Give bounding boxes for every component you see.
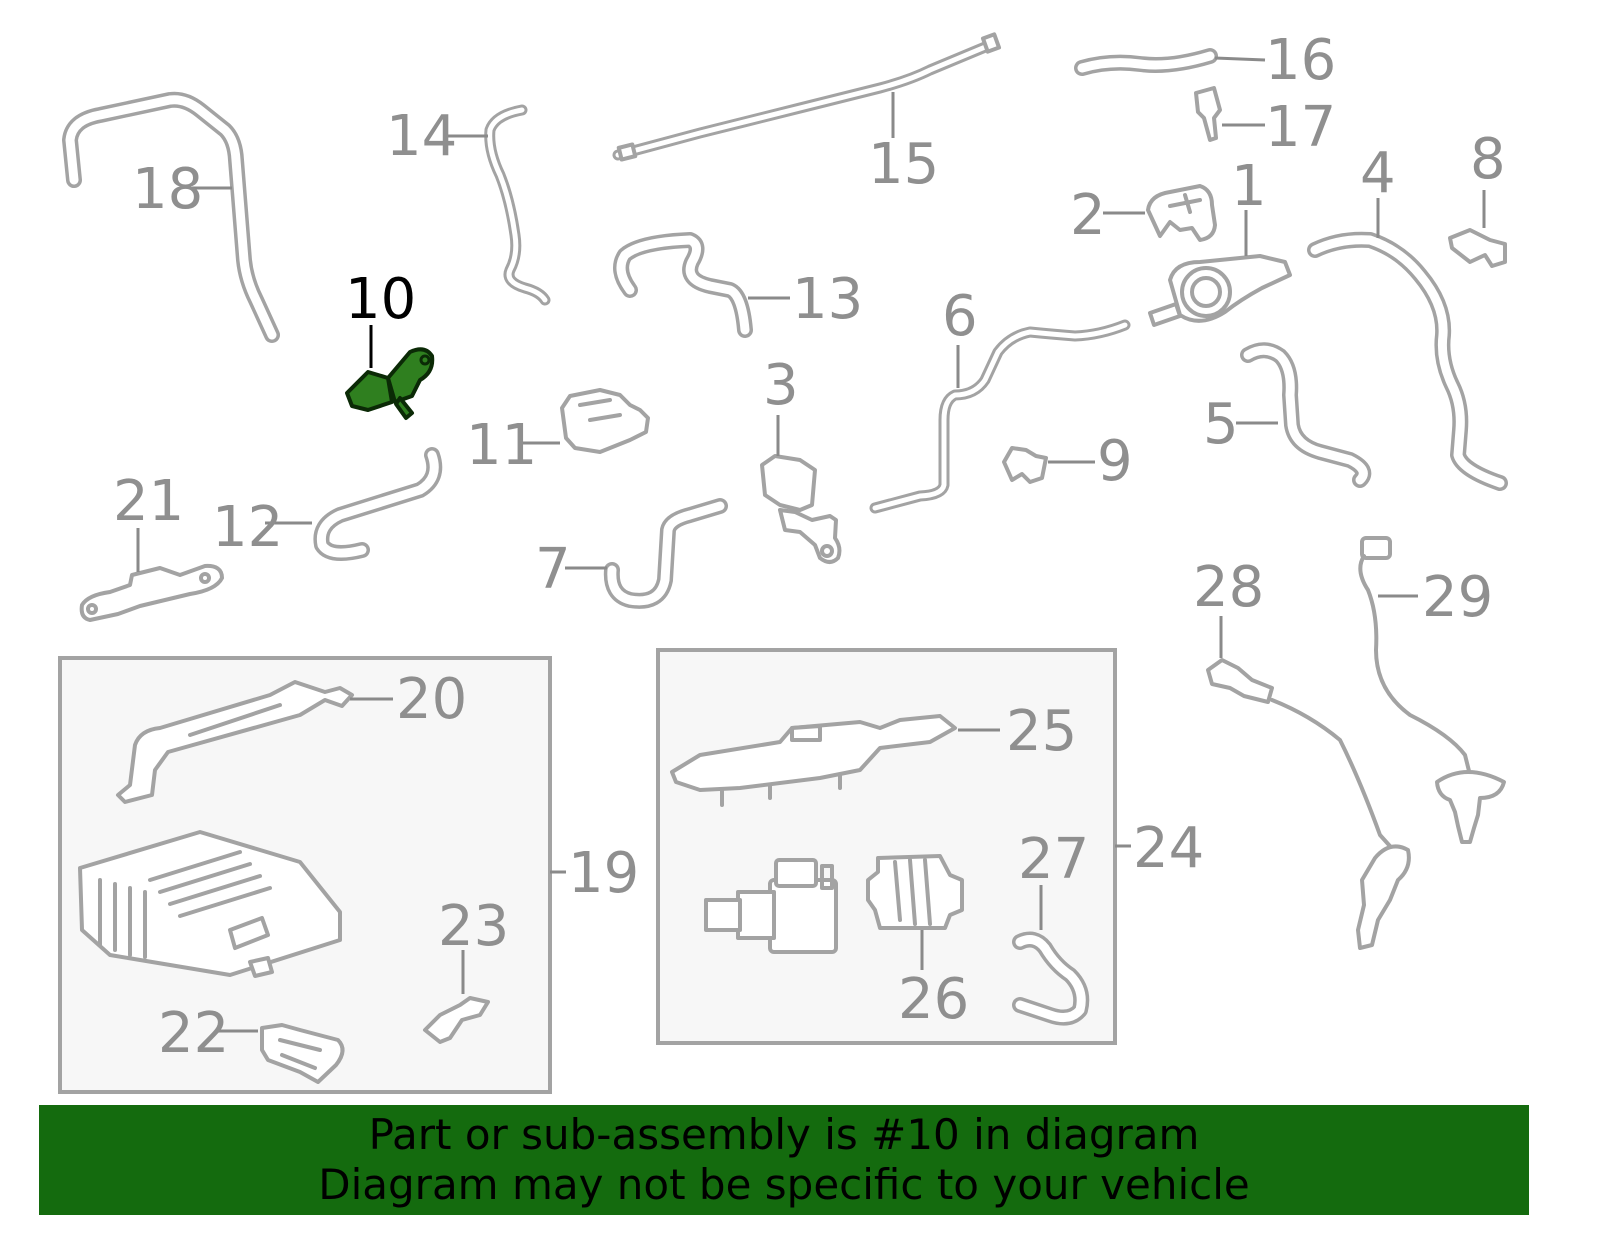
callout-22: 22 bbox=[158, 1001, 229, 1066]
part-6-hose[interactable] bbox=[869, 319, 1131, 514]
part-14-hose[interactable] bbox=[484, 104, 551, 306]
callout-1: 1 bbox=[1231, 154, 1267, 219]
part-12-hose[interactable] bbox=[313, 447, 443, 562]
callout-11: 11 bbox=[466, 413, 537, 478]
callout-19: 19 bbox=[568, 841, 639, 906]
callout-23: 23 bbox=[438, 894, 509, 959]
banner-line-1: Part or sub-assembly is #10 in diagram bbox=[368, 1110, 1200, 1159]
part-10-highlighted[interactable] bbox=[345, 347, 435, 420]
callout-4: 4 bbox=[1360, 141, 1396, 206]
callout-16: 16 bbox=[1265, 28, 1336, 93]
part-18-hose[interactable] bbox=[62, 91, 280, 343]
callout-13: 13 bbox=[792, 267, 863, 332]
info-banner: Part or sub-assembly is #10 in diagram D… bbox=[39, 1105, 1529, 1215]
callout-29: 29 bbox=[1422, 565, 1493, 630]
callout-7: 7 bbox=[535, 537, 571, 602]
part-23-clip[interactable] bbox=[423, 996, 490, 1044]
part-4-hose[interactable] bbox=[1307, 231, 1508, 491]
callout-8: 8 bbox=[1470, 127, 1506, 192]
group-box-24 bbox=[656, 648, 1117, 1045]
callout-24: 24 bbox=[1133, 816, 1204, 881]
part-11-module[interactable] bbox=[560, 388, 650, 454]
part-26-filter[interactable] bbox=[866, 854, 964, 930]
callout-3: 3 bbox=[763, 353, 799, 418]
part-29-sensor[interactable] bbox=[1358, 536, 1506, 844]
part-2-bracket[interactable] bbox=[1146, 184, 1217, 242]
callout-25: 25 bbox=[1006, 699, 1077, 764]
part-7-hose[interactable] bbox=[603, 498, 728, 609]
callout-21: 21 bbox=[113, 469, 184, 534]
callout-17: 17 bbox=[1265, 95, 1336, 160]
callout-5: 5 bbox=[1203, 392, 1239, 457]
leader-lines bbox=[136, 56, 1486, 1033]
canister[interactable] bbox=[78, 830, 342, 978]
callout-10: 10 bbox=[345, 267, 416, 332]
callout-12: 12 bbox=[212, 495, 283, 560]
callout-27: 27 bbox=[1018, 827, 1089, 892]
part-25-bracket[interactable] bbox=[670, 714, 957, 807]
part-9-clip[interactable] bbox=[1002, 446, 1048, 484]
callout-2: 2 bbox=[1070, 183, 1106, 248]
callout-26: 26 bbox=[898, 967, 969, 1032]
callout-9: 9 bbox=[1097, 429, 1133, 494]
part-16-hose[interactable] bbox=[1074, 48, 1218, 76]
part-28-sensor[interactable] bbox=[1206, 658, 1411, 950]
callout-14: 14 bbox=[386, 104, 457, 169]
part-22-hose[interactable] bbox=[260, 1023, 345, 1084]
part-1-valve[interactable] bbox=[1148, 254, 1292, 327]
part-20-bracket[interactable] bbox=[116, 680, 354, 804]
part-5-hose[interactable] bbox=[1240, 342, 1372, 488]
callout-6: 6 bbox=[942, 284, 978, 349]
part-15-pipe[interactable] bbox=[612, 32, 1002, 162]
part-13-hose[interactable] bbox=[613, 232, 753, 338]
solenoid-valve[interactable] bbox=[704, 858, 838, 954]
part-3-valve[interactable] bbox=[760, 454, 842, 564]
part-21-bracket[interactable] bbox=[79, 563, 224, 622]
callout-18: 18 bbox=[132, 157, 203, 222]
part-17-clip[interactable] bbox=[1194, 86, 1222, 142]
callout-20: 20 bbox=[396, 667, 467, 732]
part-27-hose[interactable] bbox=[1012, 931, 1090, 1026]
callout-15: 15 bbox=[868, 132, 939, 197]
part-8-clip[interactable] bbox=[1448, 228, 1507, 268]
callout-28: 28 bbox=[1193, 555, 1264, 620]
banner-line-2: Diagram may not be specific to your vehi… bbox=[318, 1160, 1250, 1209]
